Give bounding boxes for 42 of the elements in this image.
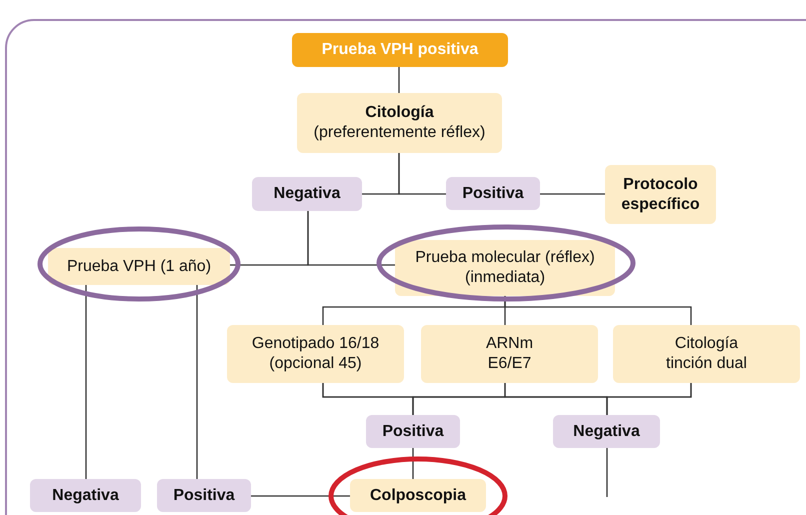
connector-line [398,67,400,93]
connector-line [606,383,692,415]
process-box [227,325,404,383]
box-label: Citología tinción dual [665,334,748,374]
box-label: Positiva [382,422,444,442]
box-label: Prueba molecular (réflex) (inmediata) [414,248,596,288]
connector-line [85,285,87,479]
box-label: Positiva [173,486,235,506]
box-label: Negativa [573,422,640,442]
box-label: Genotipado 16/18 (opcional 45) [250,334,380,374]
connector-line [606,448,608,497]
box-label: Negativa [52,486,119,506]
box-label: Negativa [274,184,340,204]
box-label: (preferentemente réflex) [314,123,486,143]
process-box [421,325,598,383]
connector-line [196,285,198,479]
process-box [350,479,486,512]
process-box [613,325,800,383]
box-label: Prueba VPH (1 año) [66,256,212,276]
process-box [48,248,230,285]
process-box [297,93,502,153]
connector-line [504,296,692,325]
process-box [395,240,615,296]
box-label: Colposcopia [370,486,466,506]
box-label: ARNm E6/E7 [484,334,534,374]
connector-line [307,211,395,266]
result-box [366,415,460,448]
connector-line [540,193,605,195]
process-box [605,165,716,224]
connector-line [398,153,446,195]
box-label: Prueba VPH positiva [322,40,478,60]
result-box [157,479,251,512]
connector-line [412,448,414,479]
connector-line [251,495,350,497]
result-box [252,177,362,211]
result-box [30,479,141,512]
start-box [292,33,508,67]
box-label: Positiva [462,184,524,204]
result-box [553,415,660,448]
result-box [446,177,540,210]
box-label: Protocolo específico [620,174,701,214]
box-heading: Citología [365,103,434,123]
